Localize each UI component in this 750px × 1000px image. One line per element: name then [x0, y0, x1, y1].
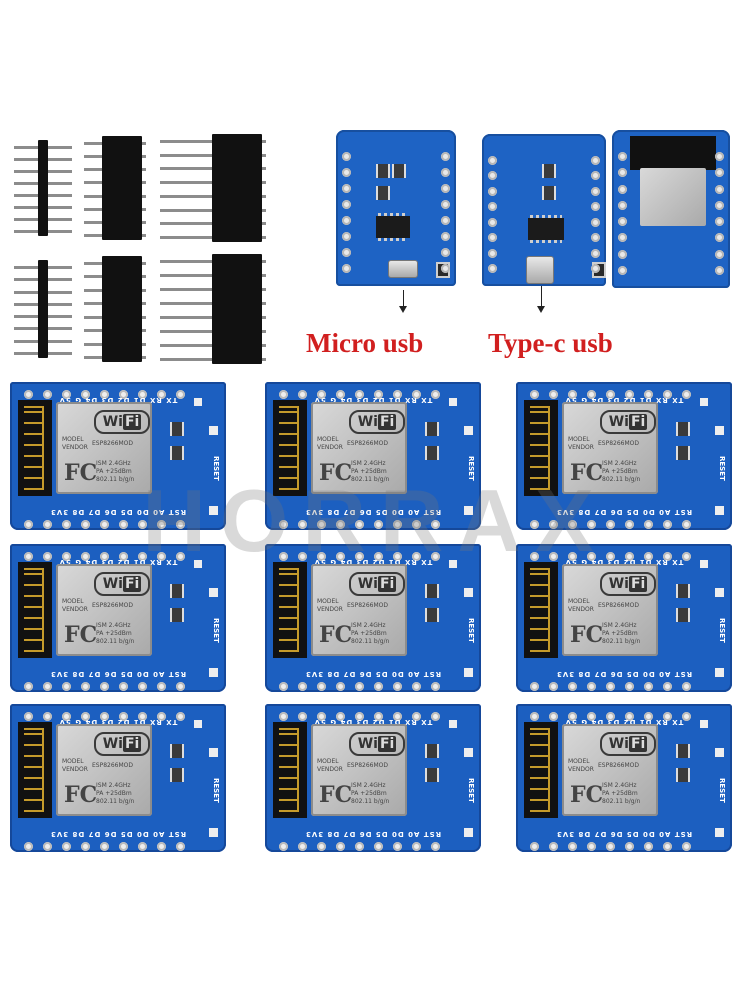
fc-logo: FC — [570, 622, 604, 648]
bottom-pin-labels: RST A0 D0 D5 D6 D7 D8 3V3 — [49, 830, 187, 838]
watermark: HORRAX — [142, 471, 608, 570]
arrow-down-icon — [541, 286, 542, 310]
pcb-antenna — [524, 400, 558, 496]
micro-usb-port — [388, 260, 418, 278]
reset-label: RESET — [467, 456, 475, 481]
micro-usb-board — [336, 130, 456, 286]
fc-logo: FC — [64, 782, 98, 808]
reset-label: RESET — [718, 778, 726, 803]
fc-logo: FC — [64, 622, 98, 648]
pcb-antenna — [273, 400, 307, 496]
reset-label: RESET — [467, 778, 475, 803]
reset-label: RESET — [718, 456, 726, 481]
pcb-antenna — [524, 562, 558, 658]
fc-logo: FC — [319, 460, 353, 486]
arrow-down-icon — [537, 306, 545, 313]
fc-logo: FC — [570, 782, 604, 808]
fc-logo: FC — [319, 622, 353, 648]
female-header-long-2 — [160, 254, 266, 364]
reset-label: RESET — [212, 456, 220, 481]
female-header-long-1 — [160, 134, 266, 242]
reset-label: RESET — [467, 618, 475, 643]
reset-label: RESET — [212, 618, 220, 643]
female-header-short-1 — [84, 136, 146, 240]
reset-label: RESET — [718, 618, 726, 643]
pcb-antenna — [18, 400, 52, 496]
fc-logo: FC — [570, 460, 604, 486]
caption-micro-usb: Micro usb — [306, 328, 424, 358]
reset-label: RESET — [212, 778, 220, 803]
female-header-short-2 — [84, 256, 146, 362]
pcb-antenna — [18, 562, 52, 658]
bottom-pin-labels: RST A0 D0 D5 D6 D7 D8 3V3 — [49, 670, 187, 678]
male-pin-header-2 — [14, 260, 72, 358]
bottom-pin-labels: RST A0 D0 D5 D6 D7 D8 3V3 — [304, 830, 442, 838]
type-c-usb-board — [482, 134, 606, 286]
bottom-pin-labels: RST A0 D0 D5 D6 D7 D8 3V3 — [555, 670, 693, 678]
male-pin-header-1 — [14, 140, 72, 236]
pcb-antenna — [273, 562, 307, 658]
arrow-down-icon — [399, 306, 407, 313]
arrow-down-icon — [403, 290, 404, 310]
pcb-antenna — [18, 722, 52, 818]
fc-logo: FC — [319, 782, 353, 808]
caption-type-c-usb: Type-c usb — [488, 328, 613, 358]
bottom-pin-labels: RST A0 D0 D5 D6 D7 D8 3V3 — [555, 830, 693, 838]
esp-module-board-back — [612, 130, 730, 288]
bottom-pin-labels: RST A0 D0 D5 D6 D7 D8 3V3 — [304, 670, 442, 678]
fc-logo: FC — [64, 460, 98, 486]
type-c-port — [526, 256, 554, 284]
pcb-antenna — [524, 722, 558, 818]
pcb-antenna — [273, 722, 307, 818]
